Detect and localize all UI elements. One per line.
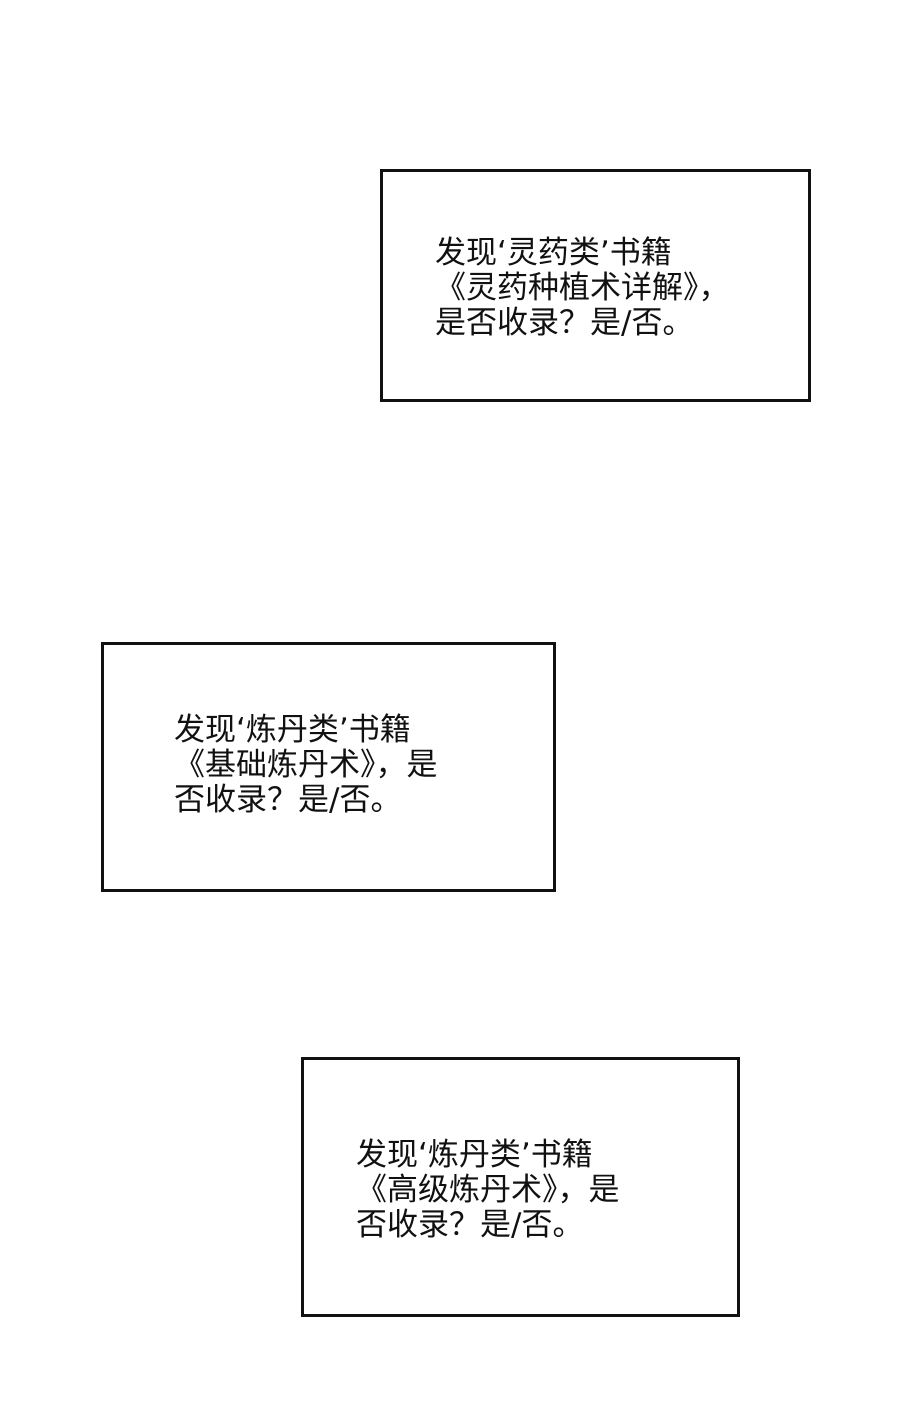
text-line: 否收录？是/否。 [356, 1207, 584, 1243]
dialog-box-2: 发现‘炼丹类’书籍 《基础炼丹术》，是 否收录？是/否。 [101, 642, 556, 892]
text-line: 发现‘炼丹类’书籍 [356, 1137, 593, 1173]
text-line: 是否收录？是/否。 [435, 305, 694, 341]
dialog-text: 发现‘炼丹类’书籍 《高级炼丹术》，是 否收录？是/否。 [356, 1138, 620, 1243]
text-line: 《基础炼丹术》，是 [174, 747, 438, 783]
text-line: 发现‘灵药类’书籍 [435, 235, 672, 271]
dialog-box-1: 发现‘灵药类’书籍 《灵药种植术详解》， 是否收录？是/否。 [380, 169, 811, 402]
text-line: 《灵药种植术详解》， [435, 270, 730, 306]
text-line: 《高级炼丹术》，是 [356, 1172, 620, 1208]
dialog-box-3: 发现‘炼丹类’书籍 《高级炼丹术》，是 否收录？是/否。 [301, 1057, 740, 1317]
text-line: 发现‘炼丹类’书籍 [174, 712, 411, 748]
text-line: 否收录？是/否。 [174, 782, 402, 818]
dialog-text: 发现‘炼丹类’书籍 《基础炼丹术》，是 否收录？是/否。 [174, 713, 438, 818]
dialog-text: 发现‘灵药类’书籍 《灵药种植术详解》， 是否收录？是/否。 [435, 236, 730, 341]
